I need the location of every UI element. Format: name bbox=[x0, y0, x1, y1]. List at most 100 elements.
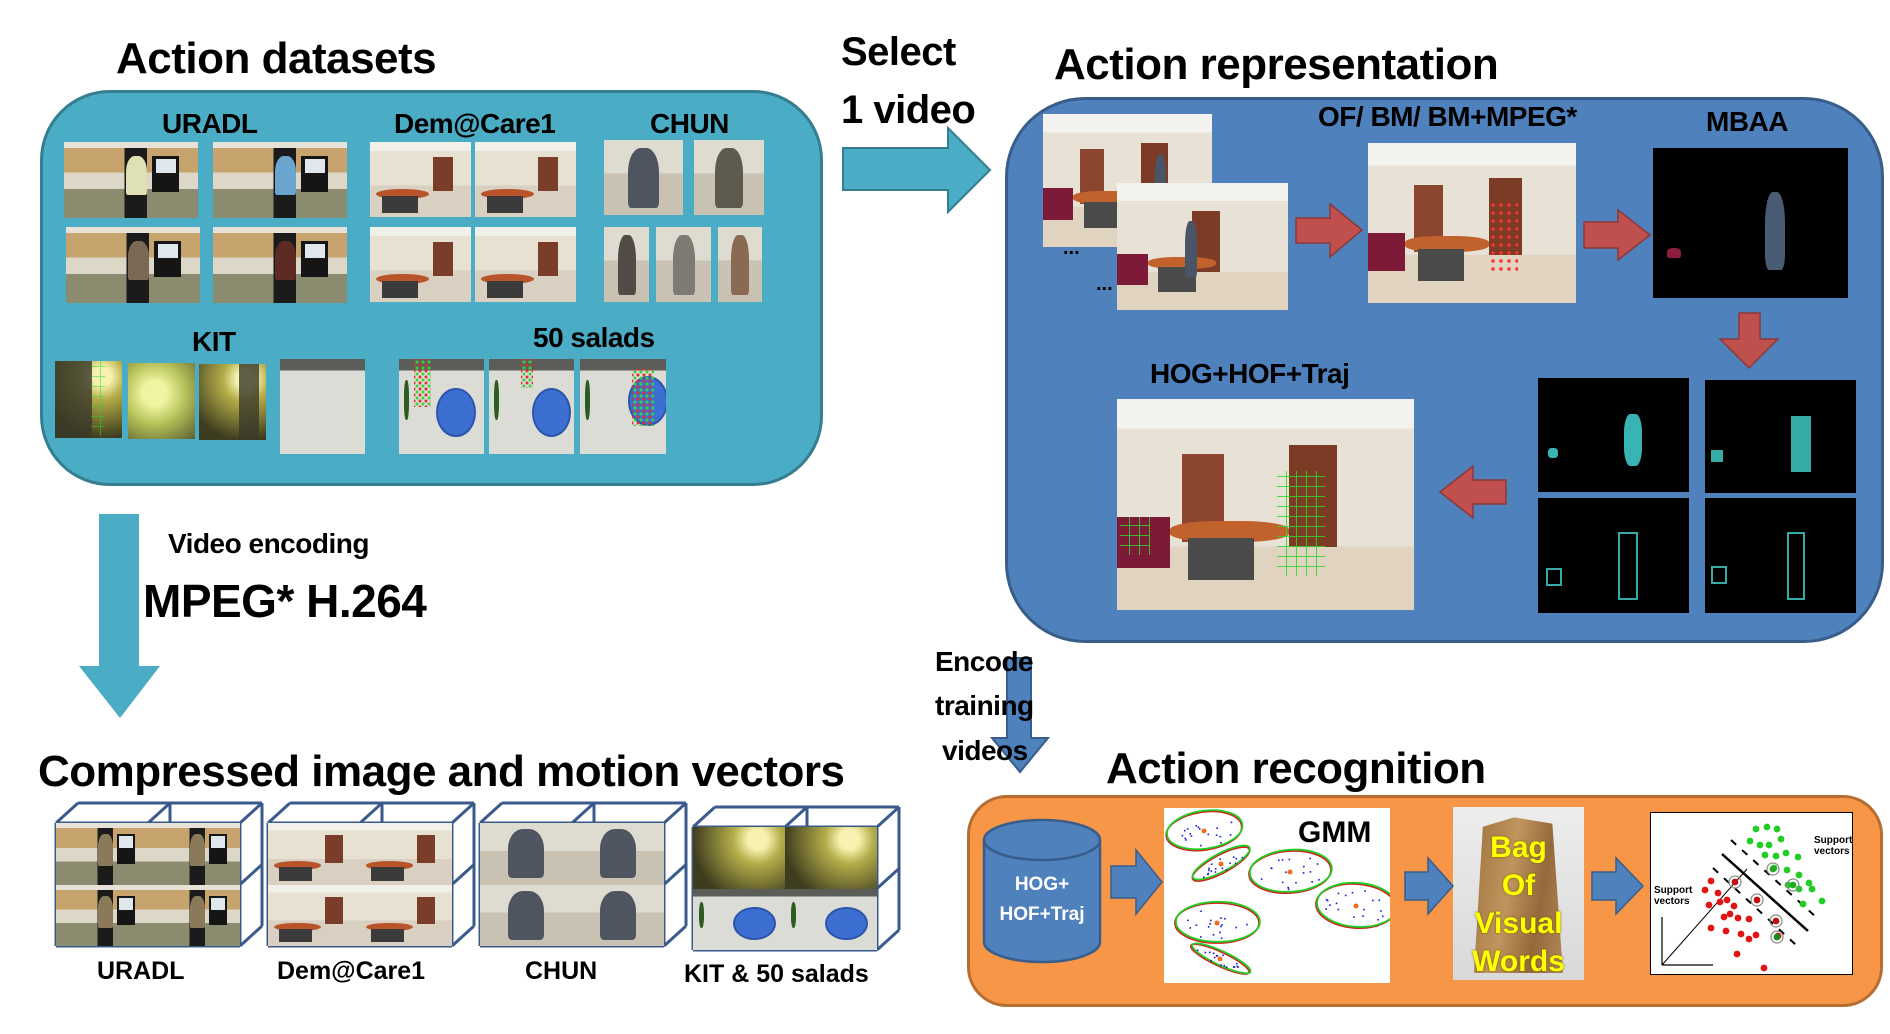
svm-margin bbox=[1712, 867, 1797, 946]
dataset-label-uradl: URADL bbox=[162, 108, 258, 139]
gmm-point bbox=[1208, 869, 1210, 872]
svm-positive-point bbox=[1784, 881, 1792, 889]
gmm-mean bbox=[1214, 920, 1220, 926]
cube-frame bbox=[148, 823, 240, 885]
svm-positive-point bbox=[1783, 866, 1791, 874]
database-label-line1: HOG+ bbox=[1014, 874, 1070, 895]
gmm-point bbox=[1287, 888, 1290, 891]
gmm-point bbox=[1232, 966, 1235, 968]
mbaa-grid-frame bbox=[1538, 378, 1689, 492]
ellipsis-1: ... bbox=[1063, 237, 1080, 259]
gmm-point bbox=[1337, 908, 1340, 911]
database-label: HOG+ HOF+Traj bbox=[982, 870, 1102, 930]
svm-negative-point bbox=[1734, 914, 1742, 922]
support-vector-ring bbox=[1769, 914, 1783, 928]
gmm-point bbox=[1221, 924, 1223, 926]
representation-title: Action representation bbox=[1054, 40, 1499, 89]
svm-positive-point bbox=[1763, 823, 1771, 831]
support-vectors-right-label: Support vectors bbox=[1814, 835, 1853, 857]
svm-positive-point bbox=[1752, 825, 1760, 833]
gmm-point bbox=[1210, 870, 1213, 872]
gmm-point bbox=[1183, 829, 1186, 832]
gmm-point bbox=[1377, 918, 1379, 921]
video-encoding-label: Video encoding bbox=[168, 528, 369, 559]
svm-hyperplane bbox=[1721, 853, 1809, 932]
gmm-mean bbox=[1353, 903, 1359, 909]
chun-frame bbox=[604, 227, 649, 302]
gmm-point bbox=[1311, 881, 1313, 883]
gmm-point bbox=[1220, 925, 1222, 928]
svm-negative-point bbox=[1722, 927, 1730, 935]
gmm-mean bbox=[1287, 869, 1293, 875]
demcare-frame bbox=[370, 142, 471, 217]
gmm-point bbox=[1215, 955, 1218, 957]
gmm-point bbox=[1220, 937, 1223, 940]
uradl-frame bbox=[213, 142, 347, 218]
gmm-point bbox=[1207, 872, 1210, 875]
gmm-point bbox=[1364, 890, 1366, 892]
demcare-frame bbox=[475, 227, 576, 302]
svm-positive-point bbox=[1808, 885, 1816, 893]
paper-bag-icon bbox=[1473, 817, 1564, 974]
gmm-point bbox=[1200, 936, 1202, 938]
cube-frame bbox=[148, 884, 240, 946]
support-vector-point bbox=[1753, 896, 1761, 904]
gmm-ellipse bbox=[1191, 844, 1251, 881]
gmm-image: GMM bbox=[1164, 808, 1390, 983]
gmm-point bbox=[1362, 915, 1364, 917]
encode-label-line3: videos bbox=[942, 735, 1028, 766]
ellipsis-2: ... bbox=[1096, 273, 1113, 295]
bag-text-line2: Of bbox=[1501, 869, 1536, 902]
cube-frame bbox=[360, 823, 452, 885]
support-vector-ring bbox=[1786, 878, 1800, 892]
cube-frame bbox=[785, 827, 877, 889]
demcare-frame bbox=[370, 227, 471, 302]
svm-positive-point bbox=[1761, 851, 1769, 859]
gmm-point bbox=[1325, 898, 1328, 901]
support-vector-ring bbox=[1770, 930, 1784, 944]
gmm-point bbox=[1344, 894, 1347, 897]
gmm-point bbox=[1198, 828, 1201, 830]
cube-frame bbox=[56, 823, 148, 885]
select-arrow-icon bbox=[842, 125, 992, 215]
demcare-frame bbox=[475, 142, 576, 217]
svm-w-vector bbox=[1661, 868, 1748, 966]
svm-positive-point bbox=[1818, 897, 1826, 905]
svm-negative-point bbox=[1745, 935, 1753, 943]
salad-frame bbox=[399, 359, 484, 454]
dataset-label-demcare: Dem@Care1 bbox=[394, 108, 556, 139]
bag-text-line4: Words bbox=[1472, 945, 1565, 978]
gmm-ellipse bbox=[1315, 882, 1390, 930]
gmm-point bbox=[1234, 862, 1237, 865]
gmm-point bbox=[1260, 878, 1263, 880]
gmm-point bbox=[1353, 916, 1355, 918]
support-vector-point bbox=[1789, 881, 1797, 889]
svm-negative-point bbox=[1752, 931, 1760, 939]
gmm-point bbox=[1209, 951, 1211, 954]
gmm-point bbox=[1209, 923, 1211, 925]
kit-frame bbox=[199, 364, 266, 440]
gmm-point bbox=[1246, 923, 1248, 926]
gmm-ellipse bbox=[1166, 809, 1244, 851]
optical-flow-frame bbox=[1368, 143, 1576, 303]
support-vector-ring bbox=[1750, 893, 1764, 907]
gmm-point bbox=[1220, 964, 1222, 966]
gmm-point bbox=[1337, 892, 1340, 895]
support-vector-point bbox=[1731, 878, 1739, 886]
svm-positive-point bbox=[1805, 879, 1813, 887]
cube-frame bbox=[480, 823, 572, 885]
gmm-point bbox=[1351, 891, 1354, 894]
gmm-point bbox=[1214, 871, 1217, 873]
svm-positive-point bbox=[1799, 900, 1807, 908]
svm-positive-point bbox=[1773, 825, 1781, 833]
encode-label-line1: Encode bbox=[935, 646, 1034, 677]
gmm-point bbox=[1318, 878, 1320, 881]
codec-label: MPEG* H.264 bbox=[143, 575, 427, 627]
gmm-point bbox=[1372, 899, 1374, 902]
svm-negative-point bbox=[1726, 910, 1734, 918]
gmm-point bbox=[1225, 966, 1228, 968]
gmm-point bbox=[1295, 881, 1297, 884]
cube-frame bbox=[56, 884, 148, 946]
gmm-point bbox=[1207, 926, 1210, 928]
mbaa-grid-frame bbox=[1538, 498, 1689, 613]
